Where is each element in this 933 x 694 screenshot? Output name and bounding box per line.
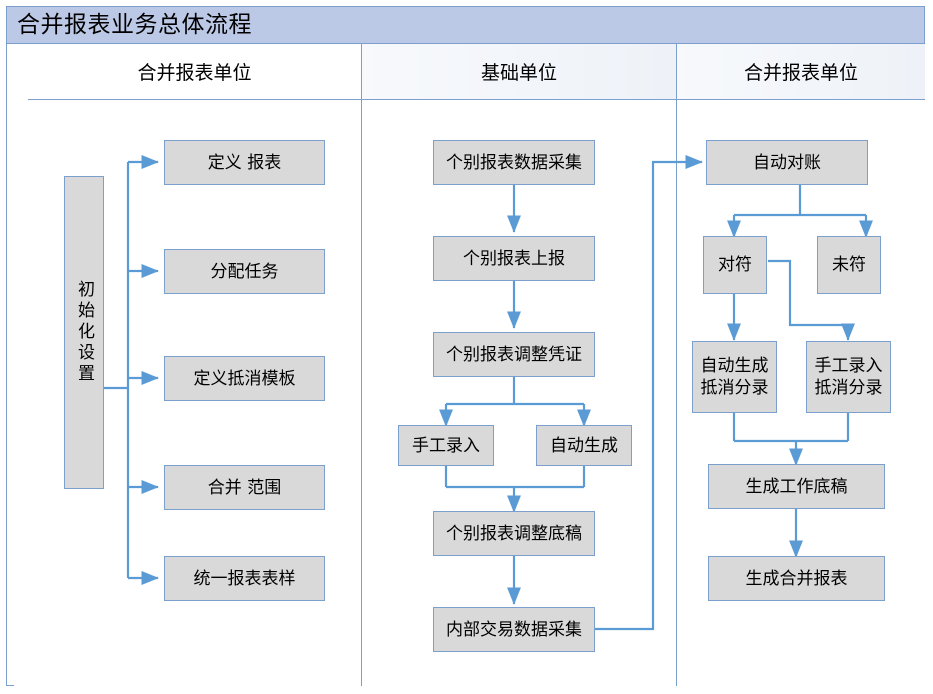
- node-auto-reconcile[interactable]: 自动对账: [706, 140, 868, 185]
- node-matched[interactable]: 对符: [703, 236, 767, 294]
- node-gen-working-draft[interactable]: 生成工作底稿: [708, 464, 885, 509]
- node-unmatched[interactable]: 未符: [817, 236, 881, 294]
- node-internal-txn-collect[interactable]: 内部交易数据采集: [433, 607, 595, 652]
- node-individual-report-submit[interactable]: 个别报表上报: [433, 236, 595, 281]
- node-auto-gen-offset-entry[interactable]: 自动生成 抵消分录: [692, 341, 777, 413]
- node-manual-entry[interactable]: 手工录入: [398, 425, 494, 466]
- node-gen-merged-report[interactable]: 生成合并报表: [708, 556, 885, 601]
- lane-header-middle: 基础单位: [362, 44, 677, 100]
- node-define-offset-template[interactable]: 定义抵消模板: [164, 356, 325, 401]
- title-bar: 合并报表业务总体流程: [6, 6, 925, 44]
- lane-header-right: 合并报表单位: [677, 44, 925, 100]
- node-individual-report-adjust-voucher[interactable]: 个别报表调整凭证: [433, 332, 595, 377]
- node-individual-report-adjust-draft[interactable]: 个别报表调整底稿: [433, 511, 595, 556]
- node-manual-offset-entry[interactable]: 手工录入 抵消分录: [806, 341, 891, 413]
- page-title: 合并报表业务总体流程: [17, 11, 252, 38]
- node-unified-report-form[interactable]: 统一报表表样: [164, 556, 325, 601]
- node-auto-generate[interactable]: 自动生成: [536, 425, 632, 466]
- node-init-setup[interactable]: 初始化设置: [64, 176, 104, 489]
- node-merge-scope[interactable]: 合并 范围: [164, 465, 325, 510]
- lane-header-left: 合并报表单位: [28, 44, 362, 100]
- node-define-report[interactable]: 定义 报表: [164, 140, 325, 185]
- node-assign-task[interactable]: 分配任务: [164, 249, 325, 294]
- node-individual-report-collect[interactable]: 个别报表数据采集: [433, 140, 595, 185]
